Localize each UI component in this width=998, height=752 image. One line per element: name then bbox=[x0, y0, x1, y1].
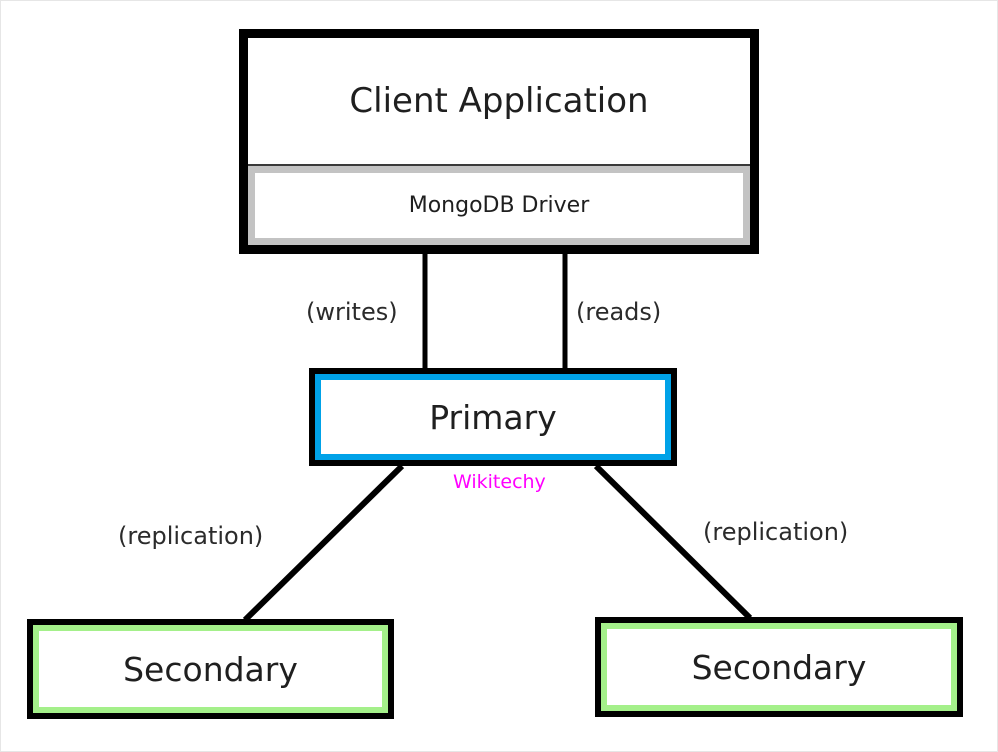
replication-connector-right bbox=[593, 463, 753, 621]
mongodb-driver-box: MongoDB Driver bbox=[248, 166, 750, 245]
secondary-node-right: Secondary bbox=[595, 617, 963, 717]
replication-label-left: (replication) bbox=[118, 522, 264, 550]
replication-connector-left bbox=[242, 463, 405, 623]
client-application-title: Client Application bbox=[349, 81, 649, 121]
writes-label: (writes) bbox=[306, 298, 398, 326]
primary-label: Primary bbox=[315, 374, 671, 460]
secondary-label: Secondary bbox=[601, 623, 957, 711]
watermark: Wikitechy bbox=[453, 471, 546, 493]
primary-node: Primary bbox=[309, 368, 677, 466]
secondary-node-left: Secondary bbox=[27, 619, 394, 719]
replication-label-right: (replication) bbox=[703, 518, 849, 546]
secondary-label: Secondary bbox=[33, 625, 388, 713]
client-application-box: Client Application MongoDB Driver bbox=[239, 29, 759, 254]
client-divider bbox=[248, 164, 750, 166]
reads-label: (reads) bbox=[576, 298, 662, 326]
